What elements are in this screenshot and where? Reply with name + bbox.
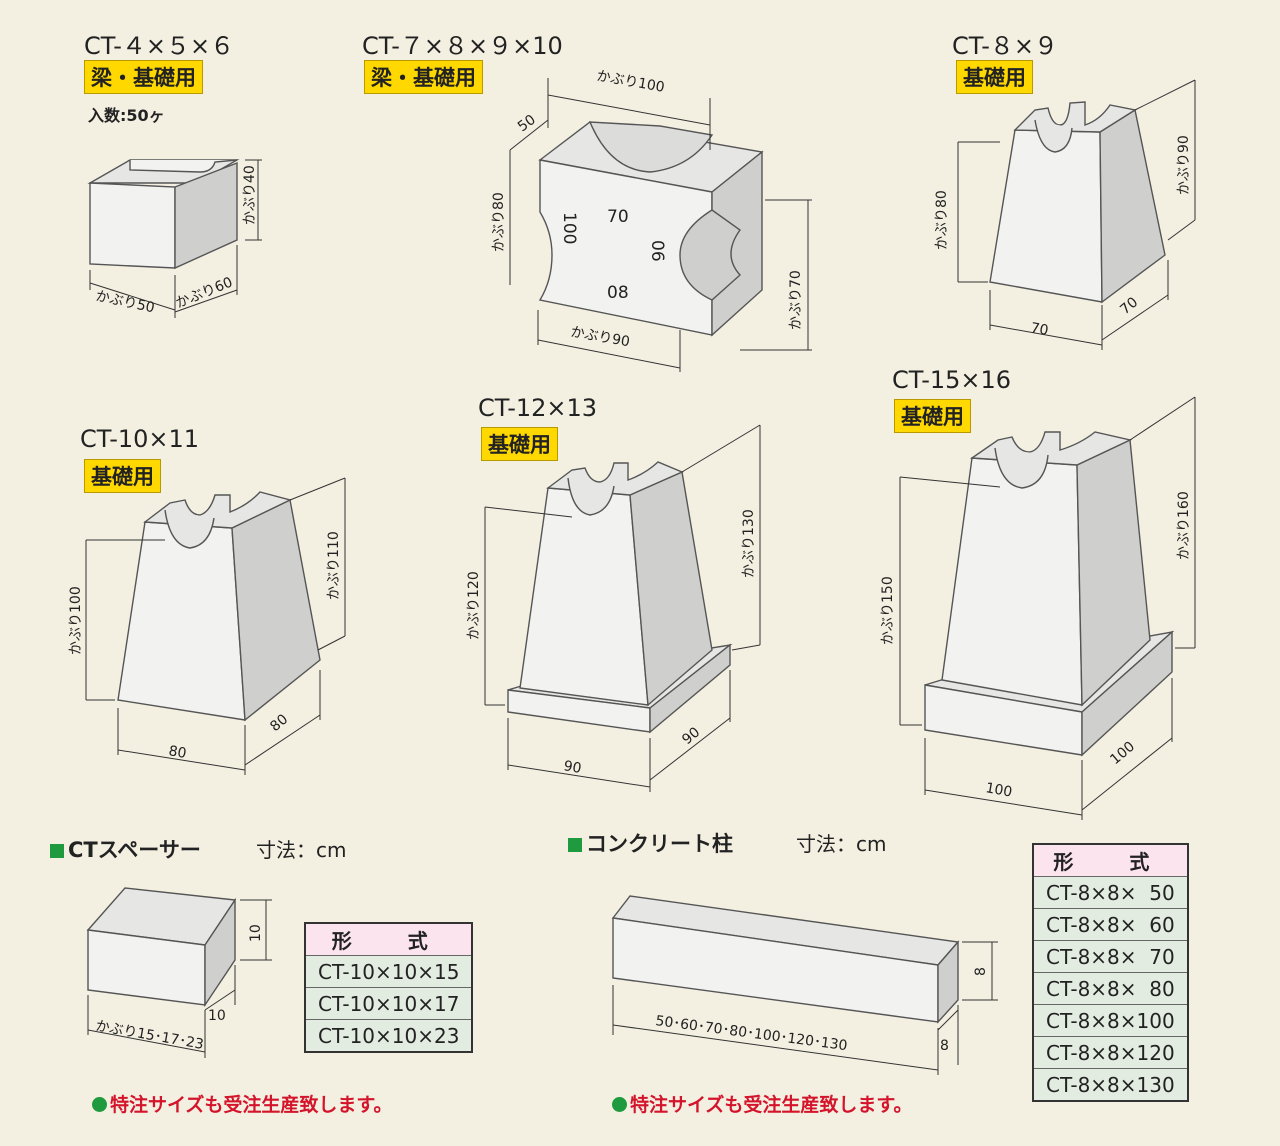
spacer-section-title: CTスペーサー bbox=[50, 834, 201, 864]
ct456-dim-h: かぶり40 bbox=[242, 165, 258, 225]
ct78910-face-80: 08 bbox=[607, 283, 629, 303]
column-unit: 寸法：cm bbox=[796, 832, 887, 856]
column-row-3: CT-8×8× 70 bbox=[1032, 940, 1189, 973]
ct456-block-drawing: かぶり50 かぶり60 かぶり40 bbox=[87, 159, 262, 318]
spacer-note-text: 特注サイズも受注生産致します。 bbox=[110, 1094, 393, 1116]
ct1213-block-drawing: かぶり120 かぶり130 90 90 bbox=[466, 424, 761, 792]
column-row-5: CT-8×8×100 bbox=[1032, 1004, 1189, 1037]
ct1011-model: CT-10×11 bbox=[80, 425, 200, 453]
spacer-spec-table: 形 式 CT-10×10×15 CT-10×10×17 CT-10×10×23 bbox=[304, 922, 474, 1053]
spacer-block-drawing: 10 10 かぶり15･17･23 bbox=[86, 887, 272, 1058]
ct89-block-drawing: かぶり80 かぶり90 70 70 bbox=[934, 79, 1196, 350]
ct1213-model: CT-12×13 bbox=[478, 394, 598, 422]
green-dot-icon bbox=[92, 1097, 107, 1112]
ct78910-block-drawing: 70 100 06 08 かぶり100 50 かぶり80 かぶり90 かぶり70 bbox=[491, 68, 812, 372]
column-section-title: コンクリート柱 bbox=[568, 828, 733, 858]
ct78910-face-100: 100 bbox=[559, 212, 579, 244]
ct1011-block-drawing: かぶり100 かぶり110 80 80 bbox=[68, 477, 346, 775]
spacer-unit: 寸法：cm bbox=[256, 838, 347, 862]
ct78910-dim-top: かぶり100 bbox=[595, 68, 665, 96]
table-row: CT-8×8× 60 bbox=[1032, 908, 1189, 941]
spacer-row-2: CT-10×10×17 bbox=[304, 987, 473, 1020]
ct78910-face-70: 70 bbox=[607, 207, 629, 227]
ct456-dim-d: かぶり60 bbox=[174, 274, 235, 311]
ct1213-dim-right: かぶり130 bbox=[741, 509, 757, 578]
ct1516-dim-left: かぶり150 bbox=[880, 576, 896, 645]
ct1213-badge: 基礎用 bbox=[481, 427, 558, 461]
ct456-badge: 梁・基礎用 bbox=[84, 60, 203, 94]
ct78910-dim-50: 50 bbox=[515, 112, 539, 135]
ct78910-dim-right: かぶり70 bbox=[788, 270, 804, 330]
ct1011-dim-left: かぶり100 bbox=[68, 586, 84, 655]
table-row: CT-10×10×17 bbox=[304, 987, 473, 1020]
table-row: CT-10×10×15 bbox=[304, 955, 473, 988]
table-row: CT-8×8× 80 bbox=[1032, 972, 1189, 1005]
column-block-drawing: 8 8 50･60･70･80･100･120･130 bbox=[611, 895, 998, 1075]
spacer-row-1: CT-10×10×15 bbox=[304, 955, 473, 988]
column-row-4: CT-8×8× 80 bbox=[1032, 972, 1189, 1005]
column-row-2: CT-8×8× 60 bbox=[1032, 908, 1189, 941]
ct1516-dim-d: 100 bbox=[1107, 739, 1138, 768]
ct78910-dim-left: かぶり80 bbox=[491, 192, 507, 252]
column-dim-d: 8 bbox=[940, 1038, 949, 1054]
table-row: CT-8×8×100 bbox=[1032, 1004, 1189, 1037]
ct89-dim-w: 70 bbox=[1029, 320, 1049, 339]
table-row: CT-8×8× 50 bbox=[1032, 876, 1189, 909]
spacer-title-text: CTスペーサー bbox=[68, 838, 201, 862]
ct1011-badge: 基礎用 bbox=[84, 459, 161, 493]
ct78910-face-90: 06 bbox=[647, 240, 667, 262]
column-title-text: コンクリート柱 bbox=[586, 832, 733, 856]
ct1011-dim-w: 80 bbox=[167, 743, 187, 762]
column-dim-len: 50･60･70･80･100･120･130 bbox=[654, 1013, 848, 1054]
ct1011-dim-right: かぶり110 bbox=[326, 531, 342, 600]
column-table-header: 形 式 bbox=[1032, 843, 1189, 877]
spacer-table-header: 形 式 bbox=[304, 922, 473, 956]
ct78910-dim-bottom: かぶり90 bbox=[569, 324, 631, 350]
table-row: CT-8×8×120 bbox=[1032, 1036, 1189, 1069]
column-spec-table: 形 式 CT-8×8× 50 CT-8×8× 60 CT-8×8× 70 CT-… bbox=[1032, 843, 1189, 1102]
ct1213-dim-w: 90 bbox=[562, 758, 582, 777]
ct78910-model: CT-７×８×９×10 bbox=[362, 32, 563, 60]
column-row-6: CT-8×8×120 bbox=[1032, 1036, 1189, 1069]
green-dot-icon bbox=[612, 1097, 627, 1112]
ct89-dim-d: 70 bbox=[1117, 294, 1141, 318]
spacer-dim-d: 10 bbox=[208, 1008, 226, 1024]
column-row-1: CT-8×8× 50 bbox=[1032, 876, 1189, 909]
ct1516-dim-right: かぶり160 bbox=[1176, 491, 1192, 560]
ct1516-dim-w: 100 bbox=[984, 780, 1013, 800]
ct1213-dim-left: かぶり120 bbox=[466, 571, 482, 640]
table-row: CT-8×8×130 bbox=[1032, 1068, 1189, 1102]
spacer-row-3: CT-10×10×23 bbox=[304, 1019, 473, 1053]
ct1011-dim-d: 80 bbox=[267, 711, 291, 735]
ct78910-badge: 梁・基礎用 bbox=[364, 60, 483, 94]
green-square-icon bbox=[568, 838, 582, 852]
ct1516-block-drawing: かぶり150 かぶり160 100 100 bbox=[880, 396, 1196, 820]
column-custom-note: 特注サイズも受注生産致します。 bbox=[612, 1090, 913, 1117]
ct1516-model: CT-15×16 bbox=[892, 366, 1012, 394]
ct89-dim-left: かぶり80 bbox=[934, 190, 950, 250]
spacer-dim-h: 10 bbox=[248, 924, 264, 942]
ct89-model: CT-８×９ bbox=[952, 32, 1058, 60]
ct89-badge: 基礎用 bbox=[956, 60, 1033, 94]
spacer-custom-note: 特注サイズも受注生産致します。 bbox=[92, 1090, 393, 1117]
ct456-dim-w: かぶり50 bbox=[94, 288, 156, 316]
ct1516-badge: 基礎用 bbox=[894, 399, 971, 433]
ct456-qty: 入数:50ヶ bbox=[88, 106, 165, 125]
ct1213-dim-d: 90 bbox=[679, 724, 703, 748]
ct456-model: CT-４×５×６ bbox=[84, 32, 235, 60]
column-note-text: 特注サイズも受注生産致します。 bbox=[630, 1094, 913, 1116]
column-dim-h: 8 bbox=[973, 967, 989, 976]
ct89-dim-right: かぶり90 bbox=[1176, 135, 1192, 195]
spacer-dim-w: かぶり15･17･23 bbox=[94, 1018, 205, 1053]
table-row: CT-10×10×23 bbox=[304, 1019, 473, 1053]
column-row-7: CT-8×8×130 bbox=[1032, 1068, 1189, 1102]
green-square-icon bbox=[50, 844, 64, 858]
table-row: CT-8×8× 70 bbox=[1032, 940, 1189, 973]
